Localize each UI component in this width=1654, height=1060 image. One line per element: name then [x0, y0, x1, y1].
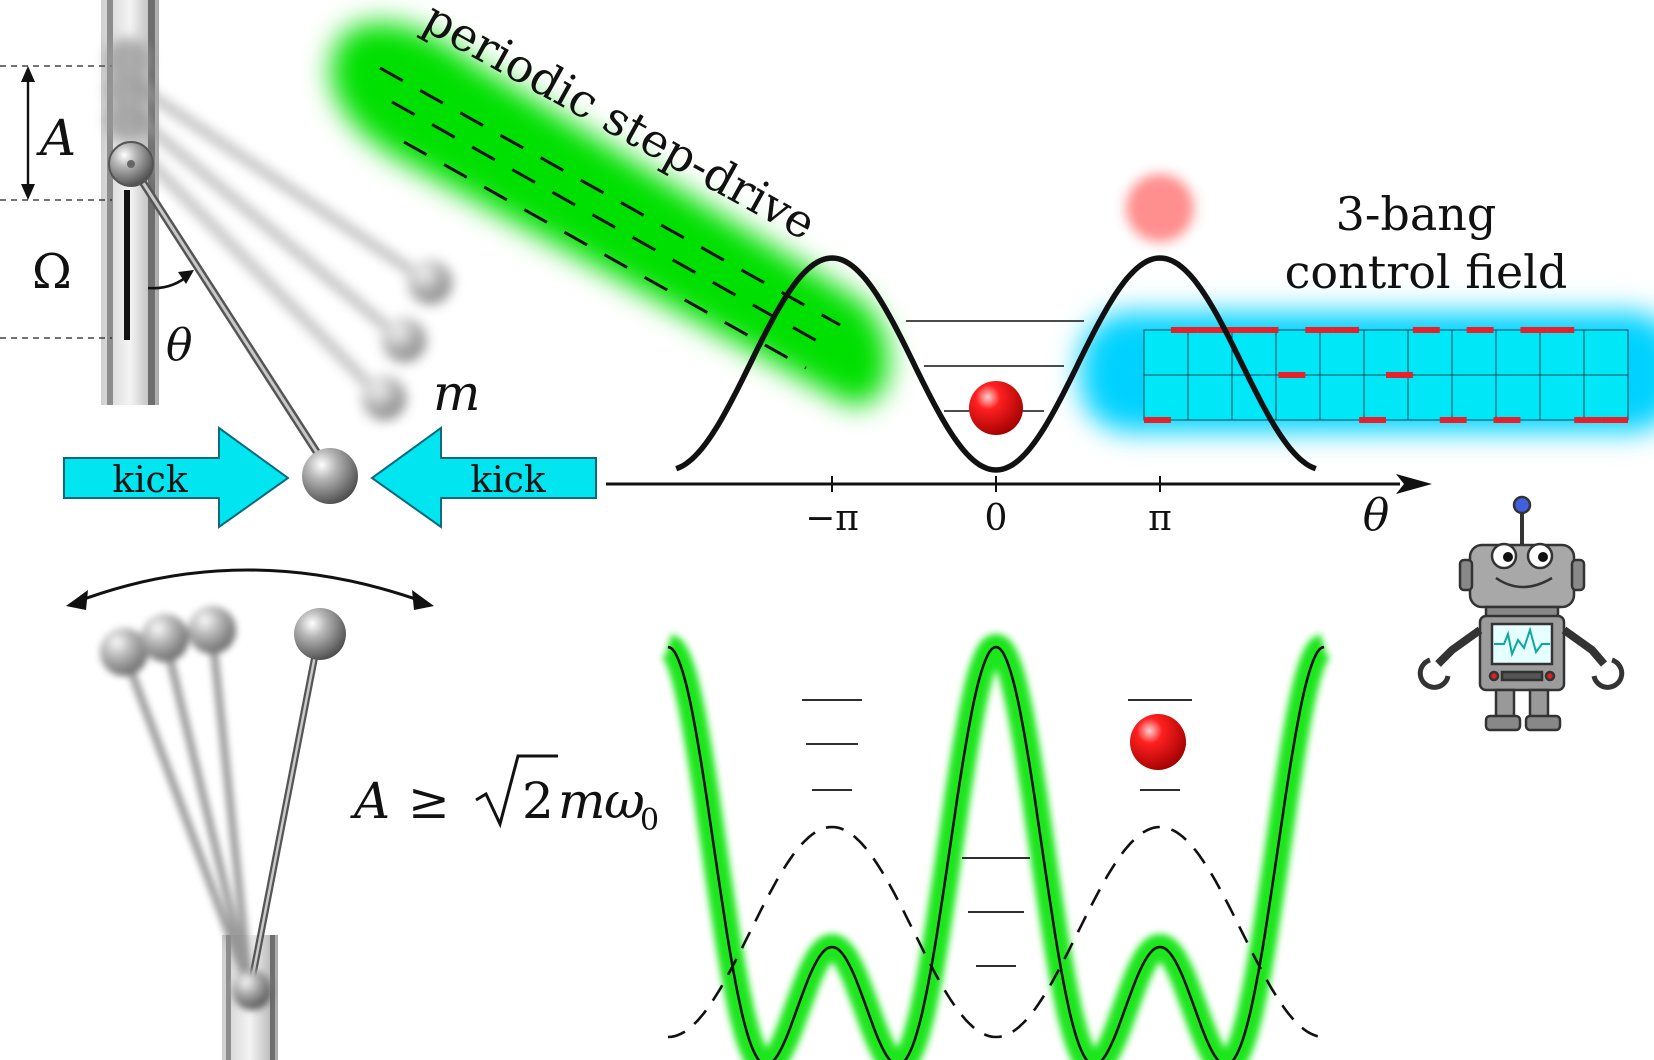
theta-arc [147, 270, 194, 290]
control-cell [1451, 374, 1497, 421]
pendulum-pivot-icon [232, 970, 272, 1010]
control-cell [1319, 374, 1365, 421]
tick-neg-pi: −π [805, 498, 859, 539]
kick-arrow-left: kick [63, 426, 290, 529]
axis-theta-label: θ [1363, 490, 1390, 541]
swing-arrow-icon [66, 568, 434, 610]
kick-arrow-icon [370, 426, 597, 529]
tick-zero: 0 [985, 498, 1008, 539]
unstable-particle [1126, 174, 1194, 242]
control-cell [1583, 374, 1629, 421]
trapped-particle [1130, 714, 1186, 770]
control-label-line1: 3-bang [1336, 187, 1497, 241]
theta-axis: −π 0 π θ [606, 474, 1432, 541]
control-cell [1407, 329, 1453, 376]
control-cell [1319, 329, 1365, 376]
stability-condition: A ≥ 2 m ω 0 [350, 754, 659, 838]
control-cell [1143, 329, 1189, 376]
condition-A: A [350, 772, 390, 830]
kick-label-left: kick [112, 460, 188, 501]
control-cell [1187, 329, 1233, 376]
ghost-inverted-pendulums [100, 606, 254, 992]
control-cell [1495, 329, 1541, 376]
control-cell [1143, 374, 1189, 421]
control-label-line2: control field [1285, 245, 1568, 299]
frequency-label: Ω [32, 244, 72, 300]
inverted-pendulum [66, 568, 434, 1060]
kick-arrow-icon [63, 426, 290, 529]
sqrt-sign [475, 754, 558, 829]
lower-potential [657, 634, 1335, 1060]
condition-omega: ω [604, 772, 645, 830]
condition-ge: ≥ [408, 772, 450, 830]
kick-arrow-right: kick [370, 426, 597, 529]
pendulum-bob-icon [294, 608, 346, 660]
control-cell [1539, 374, 1585, 421]
stable-particle [969, 381, 1023, 435]
robot-icon [1417, 495, 1625, 732]
amplitude-label: A [36, 109, 76, 167]
control-cell [1275, 374, 1321, 421]
theta-label: θ [166, 320, 193, 371]
control-cell [1363, 374, 1409, 421]
control-cell [1583, 329, 1629, 376]
control-cell [1187, 374, 1233, 421]
ghost-pivots [106, 38, 150, 142]
kick-label-right: kick [470, 460, 546, 501]
pendulum-bob-icon [302, 448, 358, 504]
condition-sqrt-arg: 2 [522, 772, 554, 830]
ghost-pendulums [124, 76, 452, 420]
amplitude-arrow [21, 66, 35, 200]
control-cell [1495, 374, 1541, 421]
control-field-grid [1143, 327, 1629, 423]
condition-sub: 0 [640, 803, 659, 838]
control-cell [1275, 329, 1321, 376]
control-cell [1407, 374, 1453, 421]
driven-pendulum: A Ω θ m [0, 0, 480, 504]
drive-dashes [379, 66, 841, 370]
control-cell [1539, 329, 1585, 376]
control-cell [1363, 329, 1409, 376]
condition-m: m [558, 772, 605, 830]
control-cell [1451, 329, 1497, 376]
tick-pi: π [1148, 498, 1172, 539]
mass-label: m [433, 364, 480, 422]
